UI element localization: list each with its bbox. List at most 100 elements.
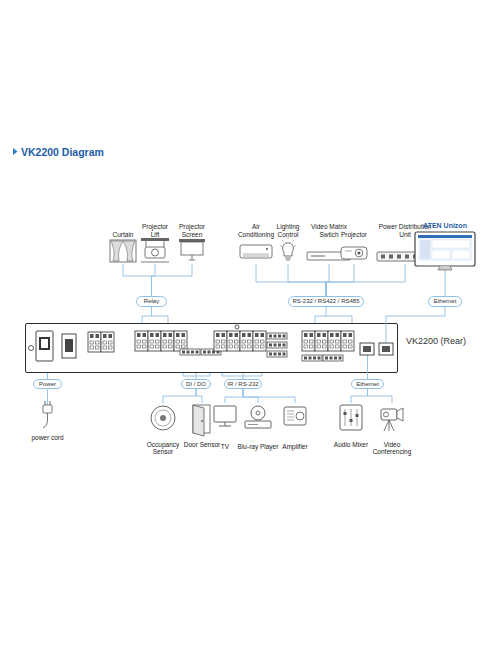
connector-line	[243, 373, 244, 379]
wire-branch-part	[367, 355, 368, 373]
power-plug-icon-part	[43, 405, 52, 413]
device-node: ATEN Unizon	[413, 216, 477, 270]
device-node: Blu-ray Player	[236, 403, 280, 453]
video-matrix-icon-part	[311, 255, 325, 257]
audio-mixer-icon-part	[344, 412, 347, 415]
connector-line	[152, 264, 193, 296]
amplifier-icon-part	[296, 412, 304, 420]
projector-lift-icon-part	[141, 238, 169, 241]
video-matrix-icon-part	[342, 255, 344, 257]
projector-icon	[341, 247, 367, 259]
camera-icon-part	[384, 420, 394, 431]
projector-icon-part	[341, 247, 367, 259]
connector-line	[152, 264, 156, 296]
occupancy-sensor-icon	[151, 406, 175, 430]
monitor-icon-part	[415, 232, 475, 266]
panel-hardware-part	[65, 339, 73, 352]
projector-screen-icon-part	[189, 255, 195, 260]
panel-hardware-part	[214, 331, 227, 351]
wire-branch-part	[152, 316, 169, 323]
connector-line	[288, 264, 326, 296]
device-node: Projector Lift	[137, 218, 173, 264]
connector-line	[367, 373, 368, 379]
tv-icon-part	[214, 406, 236, 422]
audio-mixer-icon	[340, 405, 362, 430]
camera-icon-part	[384, 412, 389, 417]
panel-hardware-part	[341, 331, 354, 351]
door-icon-part	[193, 405, 204, 436]
panel-hardware-part	[88, 332, 101, 352]
air-conditioner-icon-part	[243, 254, 269, 256]
monitor-icon-part	[418, 235, 472, 261]
node-label: RS-232 / RS422 / RS485	[292, 298, 359, 305]
projector-screen-icon	[179, 239, 205, 260]
device-node: Air Conditioning	[234, 218, 278, 264]
node-label: Projector	[339, 231, 369, 238]
occupancy-sensor-icon-part	[160, 415, 166, 421]
blu-ray-icon-part	[251, 406, 265, 420]
panel-hardware-part	[36, 331, 53, 361]
curtain-icon-part	[110, 240, 136, 262]
connector-line	[123, 264, 152, 296]
door-icon-part	[193, 405, 210, 433]
node-label: Air Conditioning	[234, 223, 278, 238]
device-node: Lighting Control	[272, 218, 304, 264]
node-label: Ethernet	[356, 381, 379, 388]
node-label: Power	[39, 381, 56, 388]
blu-ray-icon-part	[245, 421, 271, 428]
wire-branch-part	[386, 323, 387, 343]
panel-hardware-part	[240, 331, 253, 351]
pdu-icon-part	[413, 255, 417, 259]
node-label: Lighting Control	[272, 223, 304, 238]
interface-pill: DI / DO	[181, 379, 211, 389]
projector-icon-part	[345, 251, 352, 252]
projector-screen-icon-part	[179, 239, 205, 242]
wire-branch	[152, 316, 387, 376]
device-node: Video Matrix Swtich	[307, 218, 351, 264]
amplifier-icon-part	[284, 407, 306, 425]
pdu-icon-part	[389, 255, 393, 259]
connector-line	[225, 389, 243, 403]
panel-hardware-part	[235, 325, 239, 329]
panel-hardware-part	[302, 331, 315, 351]
monitor-icon	[415, 232, 475, 270]
node-label: Blu-ray Player	[236, 443, 280, 450]
connector-line	[163, 389, 196, 403]
connector-line	[368, 389, 393, 403]
connector-line	[445, 270, 446, 296]
video-matrix-icon-part	[307, 252, 350, 260]
audio-mixer-icon-part	[340, 405, 362, 430]
panel-hardware-part	[39, 337, 50, 350]
connector-line	[142, 307, 152, 323]
air-conditioner-icon-part	[266, 248, 268, 250]
power-plug-icon-part	[43, 413, 48, 428]
projector-lift-icon	[141, 238, 169, 262]
device-node: Amplifier	[280, 403, 310, 453]
air-conditioner-icon-part	[240, 245, 272, 258]
blu-ray-icon-part	[248, 424, 258, 425]
occupancy-sensor-icon-part	[151, 406, 175, 430]
pdu-icon-part	[421, 255, 425, 259]
device-node: Video Conferencing	[372, 403, 412, 459]
panel-hardware-part	[161, 331, 174, 351]
projector-lift-icon-part	[146, 241, 164, 247]
node-label: Ethernet	[434, 298, 457, 305]
wire-branch-part	[183, 373, 210, 376]
pdu-icon-part	[405, 255, 409, 259]
audio-mixer-icon-part	[345, 409, 357, 426]
light-bulb-icon-part	[285, 258, 291, 260]
audio-mixer-icon-part	[350, 419, 353, 422]
projector-lift-icon-part	[152, 249, 159, 256]
connector-line	[47, 373, 48, 379]
node-label: Projector Screen	[173, 223, 211, 238]
node-label: IR / RS-232	[227, 381, 258, 388]
camera-icon-part	[381, 409, 397, 420]
panel-hardware-part	[302, 355, 322, 361]
node-label: Relay	[144, 298, 159, 305]
monitor-icon-part	[452, 250, 470, 259]
interface-pill: Ethernet	[428, 296, 462, 307]
